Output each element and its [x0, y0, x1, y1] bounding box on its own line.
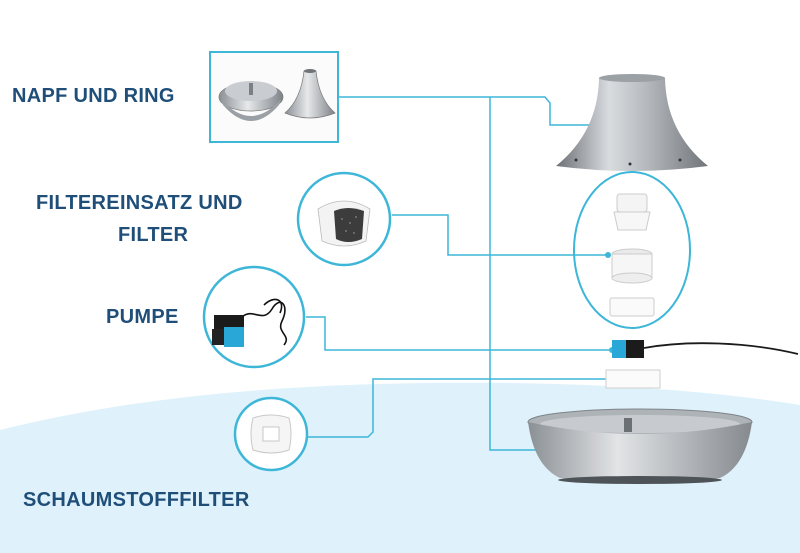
label-pump: PUMPE — [106, 306, 179, 328]
pump-photo-icon — [202, 265, 306, 369]
assembly-foam-icon — [605, 369, 661, 389]
label-foam-filter: SCHAUMSTOFFFILTER — [23, 489, 250, 511]
label-filter-insert-line1: FILTEREINSATZ UND — [36, 192, 243, 214]
assembly-filter-stack-icon — [573, 171, 691, 329]
label-bowl-and-ring: NAPF UND RING — [12, 85, 175, 107]
assembly-cone-ring-icon — [556, 74, 708, 171]
bowl-and-ring-photo-icon — [209, 51, 339, 143]
foam-filter-photo-icon — [233, 396, 309, 472]
assembly-pump-icon — [612, 340, 799, 358]
assembly-bowl-icon — [527, 408, 753, 484]
filter-insert-photo-icon — [296, 171, 392, 267]
label-filter-insert-line2: FILTER — [118, 224, 189, 246]
